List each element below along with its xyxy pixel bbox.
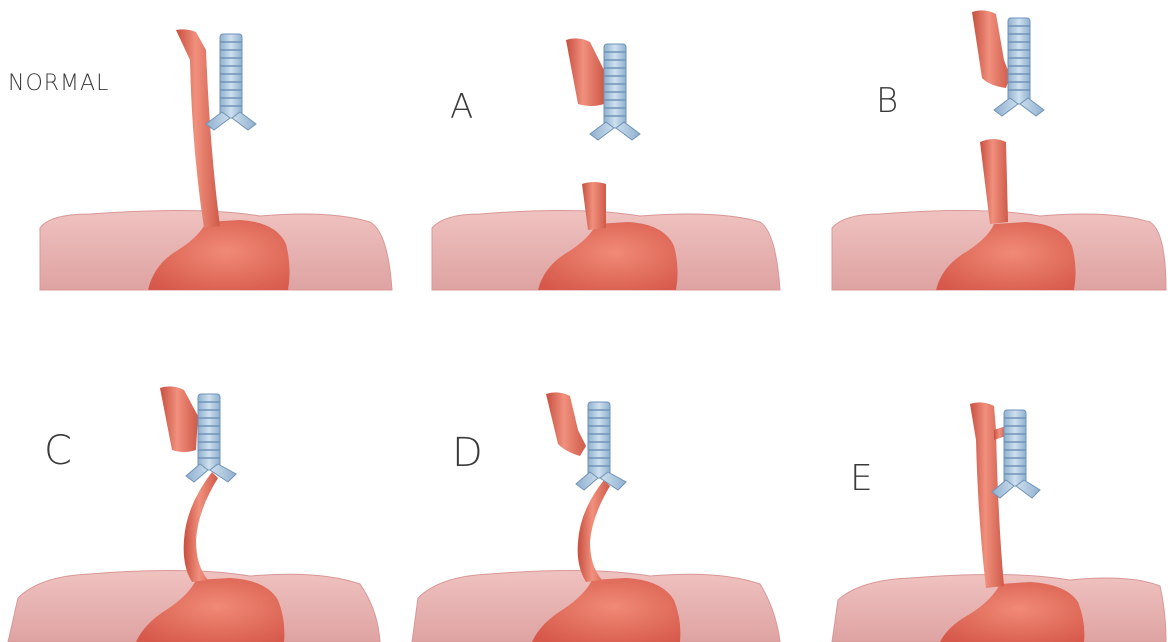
panel-e: E [832,402,1166,642]
panel-d-label: D [452,430,483,476]
trachea [992,410,1040,498]
proximal-esophagus-pouch [160,386,198,452]
panel-b-label: B [876,81,898,121]
trachea [206,34,256,130]
panel-normal-label: NORMAL [8,71,109,96]
distal-esophagus-fistula [184,472,218,582]
panel-c-label: C [44,428,72,474]
proximal-esophagus-pouch [566,38,604,106]
proximal-esophagus-fistula [972,10,1010,88]
panel-d: D [412,392,780,642]
panel-e-label: E [850,458,873,499]
panel-a-label: A [450,87,473,127]
panel-normal: NORMAL [8,29,392,290]
proximal-esophagus-fistula [546,392,586,456]
panel-b: B [832,10,1166,290]
panel-c: C [8,386,380,642]
panel-a: A [432,38,780,290]
distal-esophagus-fistula [578,480,610,582]
